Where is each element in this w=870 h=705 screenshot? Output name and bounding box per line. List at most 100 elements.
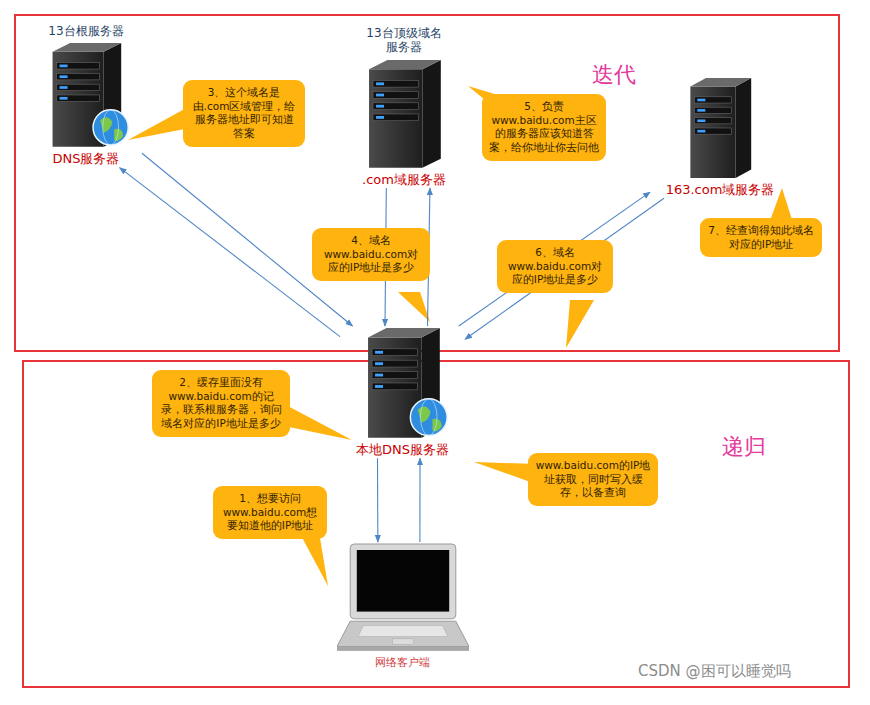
laptop-screen xyxy=(356,550,448,612)
query-arrow xyxy=(459,192,650,326)
drive-bay xyxy=(57,95,100,101)
laptop-icon xyxy=(337,542,469,652)
region-iterative: 13台根服务器 DNS服务器 3、这个域名是由.com区域管理，给服务器地址即可知道… xyxy=(14,14,840,352)
callout-text: 7、经查询得知此域名对应的IP地址 xyxy=(707,224,815,251)
callout-text: 3、这个域名是由.com区域管理，给服务器地址即可知道答案 xyxy=(190,86,298,141)
drive-bay xyxy=(373,91,418,98)
server-label: .com域服务器 xyxy=(362,172,446,188)
server-label: DNS服务器 xyxy=(53,151,120,167)
drive-bay xyxy=(372,383,417,390)
status-light xyxy=(376,116,384,119)
tld-server: 13台顶级域名服务器.com域服务器 xyxy=(345,26,463,188)
callout-tail xyxy=(474,462,536,484)
drive-bay xyxy=(694,107,731,113)
speech-bubble: 7、经查询得知此域名对应的IP地址 xyxy=(700,218,822,257)
status-light xyxy=(697,130,705,133)
laptop-lid xyxy=(350,544,456,619)
laptop-touchpad xyxy=(392,639,413,645)
server-icon xyxy=(357,326,449,440)
status-light xyxy=(697,119,705,122)
server-top xyxy=(368,328,440,337)
watermark: CSDN @困可以睡觉吗 xyxy=(638,662,791,681)
speech-bubble: 2、缓存里面没有www.baidu.com的记录，联系根服务器，询问域名对应的I… xyxy=(152,370,290,437)
speech-bubble: 6、域名www.baidu.com对应的IP地址是多少 xyxy=(497,240,613,293)
speech-bubble: 5、负责www.baidu.com主区的服务器应该知道答案，给你地址你去问他 xyxy=(482,94,606,161)
speech-bubble: www.baidu.com的IP地址获取，同时写入缓存，以备查询 xyxy=(528,453,658,506)
server-label: 本地DNS服务器 xyxy=(356,442,449,458)
callout-tail xyxy=(398,292,430,322)
server-side xyxy=(422,60,440,168)
callout-text: www.baidu.com的IP地址获取，同时写入缓存，以备查询 xyxy=(535,459,651,500)
status-light xyxy=(697,109,705,112)
authoritative-server: 163.com域服务器 xyxy=(650,76,790,198)
server-top xyxy=(53,43,122,52)
callout-tail xyxy=(128,106,190,140)
root-server: 13台根服务器 DNS服务器 xyxy=(30,24,142,168)
server-icon xyxy=(681,76,759,180)
drive-bay xyxy=(57,74,100,80)
server-icon xyxy=(358,58,450,170)
server-label: 网络客户端 xyxy=(375,655,430,670)
callout-tail xyxy=(128,86,794,586)
status-light xyxy=(60,87,68,90)
server-front xyxy=(690,86,735,178)
drive-bay xyxy=(694,97,731,103)
drive-bay xyxy=(373,114,418,121)
drive-bay xyxy=(57,85,100,91)
server-side xyxy=(736,78,752,178)
drive-bay xyxy=(57,63,100,69)
drive-bay xyxy=(373,80,418,87)
local-dns-server: 本地DNS服务器 xyxy=(340,326,465,458)
status-light xyxy=(375,374,383,377)
callout-text: 5、负责www.baidu.com主区的服务器应该知道答案，给你地址你去问他 xyxy=(489,100,599,155)
callout-tail xyxy=(566,300,594,348)
server-label: 163.com域服务器 xyxy=(666,182,775,198)
laptop-keyboard xyxy=(358,626,448,637)
drive-bay xyxy=(694,128,731,134)
globe xyxy=(93,110,128,145)
query-arrow xyxy=(465,198,664,339)
status-light xyxy=(375,351,383,354)
status-light xyxy=(376,105,384,108)
laptop-base xyxy=(337,621,469,646)
status-light xyxy=(375,385,383,388)
status-light xyxy=(60,97,68,100)
status-light xyxy=(60,76,68,79)
callout-text: 6、域名www.baidu.com对应的IP地址是多少 xyxy=(504,246,606,287)
laptop-edge xyxy=(337,647,469,651)
callout-text: 4、域名www.baidu.com对应的IP地址是多少 xyxy=(319,234,423,275)
server-front xyxy=(369,69,422,168)
status-light xyxy=(60,65,68,68)
drive-bay xyxy=(372,372,417,379)
server-icon xyxy=(42,41,130,149)
drive-bay xyxy=(372,360,417,367)
query-arrow xyxy=(120,168,340,337)
globe-land xyxy=(100,118,112,133)
region-label: 递归 xyxy=(722,432,870,462)
callout-text: 1、想要访问www.baidu.com想要知道他的IP地址 xyxy=(220,492,320,533)
globe xyxy=(410,399,447,436)
server-top xyxy=(369,60,441,69)
drive-bay xyxy=(372,349,417,356)
status-light xyxy=(376,82,384,85)
region-recursive: 本地DNS服务器 2、缓存里面没有www.baidu.com的记录，联系根服务器，… xyxy=(22,360,850,688)
callout-text: 2、缓存里面没有www.baidu.com的记录，联系根服务器，询问域名对应的I… xyxy=(159,376,283,431)
server-heading: 13台根服务器 xyxy=(48,24,123,38)
globe-meridian xyxy=(103,110,119,145)
drive-bay xyxy=(373,103,418,110)
region-label: 迭代 xyxy=(592,60,870,90)
status-light xyxy=(375,362,383,365)
query-arrow xyxy=(419,458,420,542)
query-arrow xyxy=(377,458,378,542)
speech-bubble: 4、域名www.baidu.com对应的IP地址是多少 xyxy=(312,228,430,281)
client-laptop: 网络客户端 xyxy=(330,542,475,670)
globe-land xyxy=(417,407,430,423)
speech-bubble: 1、想要访问www.baidu.com想要知道他的IP地址 xyxy=(213,486,327,539)
callout-tail xyxy=(284,404,352,440)
globe-meridian xyxy=(420,399,437,436)
status-light xyxy=(697,99,705,102)
server-top xyxy=(690,78,751,86)
status-light xyxy=(376,93,384,96)
drive-bay xyxy=(694,118,731,124)
